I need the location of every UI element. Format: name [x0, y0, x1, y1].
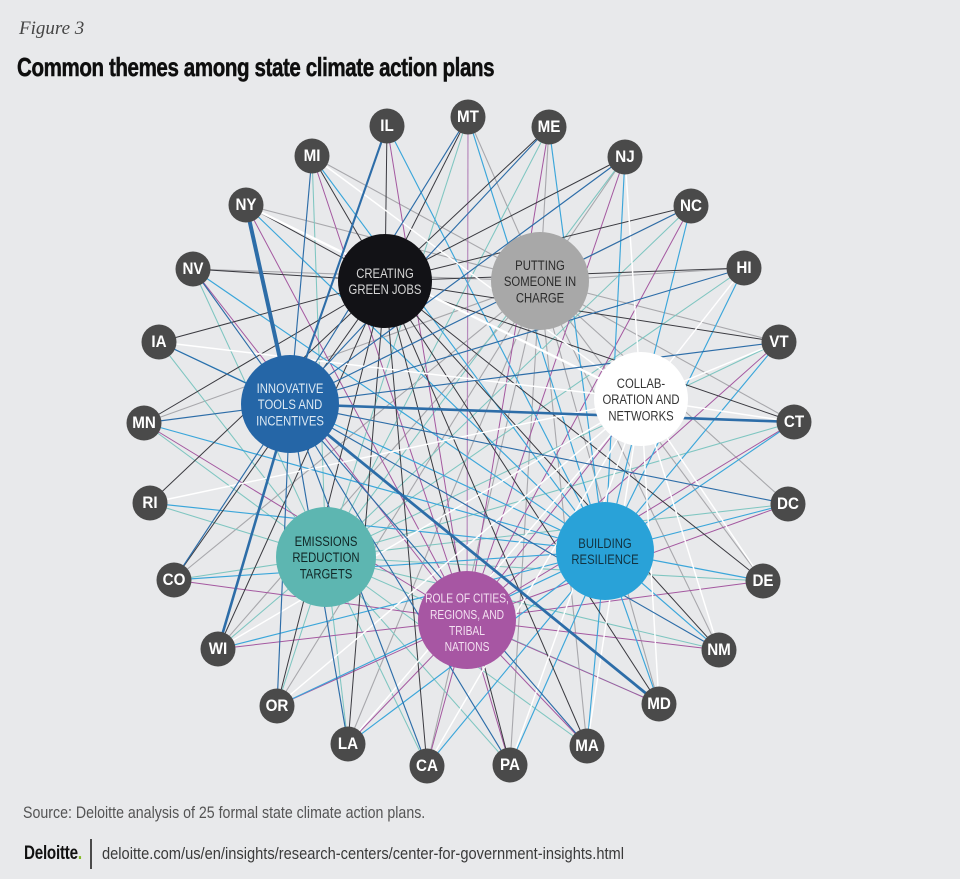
svg-text:NY: NY [235, 196, 256, 214]
svg-text:SOMEONE IN: SOMEONE IN [504, 274, 576, 289]
svg-text:REGIONS, AND: REGIONS, AND [430, 608, 504, 622]
svg-text:IA: IA [151, 333, 167, 351]
svg-text:MN: MN [132, 414, 156, 432]
svg-text:DC: DC [777, 495, 799, 513]
svg-text:COLLAB-: COLLAB- [617, 376, 665, 391]
svg-text:REDUCTION: REDUCTION [292, 550, 359, 565]
svg-text:BUILDING: BUILDING [578, 536, 631, 551]
svg-text:MA: MA [575, 737, 599, 755]
svg-text:MI: MI [304, 147, 321, 165]
svg-text:CO: CO [163, 571, 186, 589]
svg-text:NM: NM [707, 641, 731, 659]
svg-text:ROLE OF CITIES,: ROLE OF CITIES, [425, 592, 509, 606]
svg-text:CA: CA [416, 757, 438, 775]
svg-text:TRIBAL: TRIBAL [449, 624, 485, 638]
svg-text:ME: ME [538, 118, 561, 136]
svg-text:TARGETS: TARGETS [300, 566, 353, 581]
svg-text:CHARGE: CHARGE [516, 290, 564, 305]
svg-text:CREATING: CREATING [356, 266, 414, 281]
svg-text:RESILIENCE: RESILIENCE [571, 552, 638, 567]
svg-text:LA: LA [338, 735, 359, 753]
svg-text:ORATION AND: ORATION AND [602, 392, 679, 407]
svg-text:VT: VT [769, 333, 789, 351]
svg-text:EMISSIONS: EMISSIONS [295, 534, 358, 549]
svg-text:TOOLS AND: TOOLS AND [258, 397, 323, 412]
svg-text:NATIONS: NATIONS [445, 640, 490, 654]
svg-text:NC: NC [680, 197, 702, 215]
svg-text:PUTTING: PUTTING [515, 258, 565, 273]
svg-text:MT: MT [457, 108, 479, 126]
svg-text:IL: IL [380, 117, 394, 135]
svg-text:WI: WI [209, 640, 228, 658]
svg-text:NETWORKS: NETWORKS [608, 408, 673, 423]
svg-text:GREEN JOBS: GREEN JOBS [349, 282, 422, 297]
svg-text:OR: OR [266, 697, 289, 715]
svg-text:HI: HI [736, 259, 751, 277]
svg-text:PA: PA [500, 756, 520, 774]
svg-text:INCENTIVES: INCENTIVES [256, 413, 324, 428]
svg-text:NJ: NJ [615, 148, 634, 166]
svg-text:INNOVATIVE: INNOVATIVE [257, 381, 324, 396]
svg-text:DE: DE [752, 572, 773, 590]
svg-text:RI: RI [142, 494, 157, 512]
svg-text:MD: MD [647, 695, 671, 713]
svg-text:NV: NV [182, 260, 203, 278]
svg-text:CT: CT [784, 413, 805, 431]
